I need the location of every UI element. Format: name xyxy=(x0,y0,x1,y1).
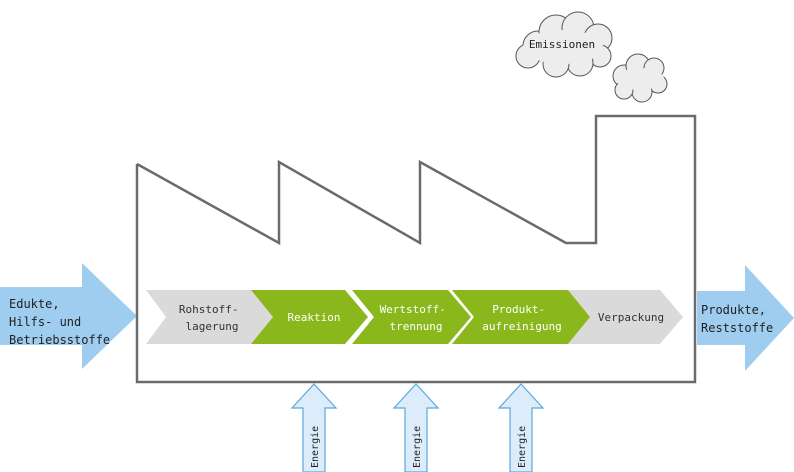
step-label-line: Reaktion xyxy=(288,311,341,324)
step-label: Rohstoff- lagerung xyxy=(179,303,245,333)
step-label-line: Wertstoff- xyxy=(380,303,446,316)
step-chevron xyxy=(251,290,368,344)
energy-arrow-shape xyxy=(392,383,440,472)
step-label-line: Produkt- xyxy=(492,303,545,316)
process-step-reaktion: Reaktion xyxy=(251,290,368,344)
step-label-line: trennung xyxy=(390,320,443,333)
factory-building-outline xyxy=(135,114,697,384)
output-label-line: Produkte, xyxy=(701,303,766,317)
energy-label: Energie xyxy=(412,426,423,468)
energy-label: Energie xyxy=(517,426,528,468)
energy-arrow-1: Energie xyxy=(290,383,338,472)
step-label: Produkt- aufreinigung xyxy=(482,303,561,333)
output-label: Produkte, Reststoffe xyxy=(701,303,773,335)
step-label-line: lagerung xyxy=(186,320,239,333)
energy-arrow-2: Energie xyxy=(392,383,440,472)
input-label-line: Edukte, xyxy=(9,297,60,311)
step-label-line: aufreinigung xyxy=(482,320,561,333)
step-chevron xyxy=(146,290,275,344)
emissions-label: Emissionen xyxy=(529,38,595,51)
energy-label: Energie xyxy=(310,426,321,468)
step-chevron xyxy=(452,290,591,344)
step-chevron xyxy=(352,290,471,344)
energy-arrow-3: Energie xyxy=(497,383,545,472)
process-steps: Rohstoff- lagerung Reaktion Wertstoff- t… xyxy=(146,290,683,344)
input-label: Edukte, Hilfs- und Betriebsstoffe xyxy=(9,297,110,347)
input-arrow xyxy=(0,263,137,369)
output-arrow xyxy=(697,265,794,371)
process-step-verpackung: Verpackung xyxy=(568,290,683,344)
process-step-wertstofftrennung: Wertstoff- trennung xyxy=(352,290,471,344)
energy-arrow-shape xyxy=(290,383,338,472)
emissions-cloud-small xyxy=(612,53,668,103)
process-step-rohstofflagerung: Rohstoff- lagerung xyxy=(146,290,275,344)
step-label: Wertstoff- trennung xyxy=(380,303,453,333)
input-label-line: Betriebsstoffe xyxy=(9,333,110,347)
step-label: Verpackung xyxy=(598,311,664,324)
input-label-line: Hilfs- und xyxy=(9,315,81,329)
step-label-line: Verpackung xyxy=(598,311,664,324)
output-label-line: Reststoffe xyxy=(701,321,773,335)
step-label-line: Rohstoff- xyxy=(179,303,239,316)
process-step-produktaufreinigung: Produkt- aufreinigung xyxy=(452,290,591,344)
step-label: Reaktion xyxy=(288,311,341,324)
step-chevron xyxy=(568,290,683,344)
energy-arrow-shape xyxy=(497,383,545,472)
emissions-cloud-large xyxy=(515,11,613,78)
